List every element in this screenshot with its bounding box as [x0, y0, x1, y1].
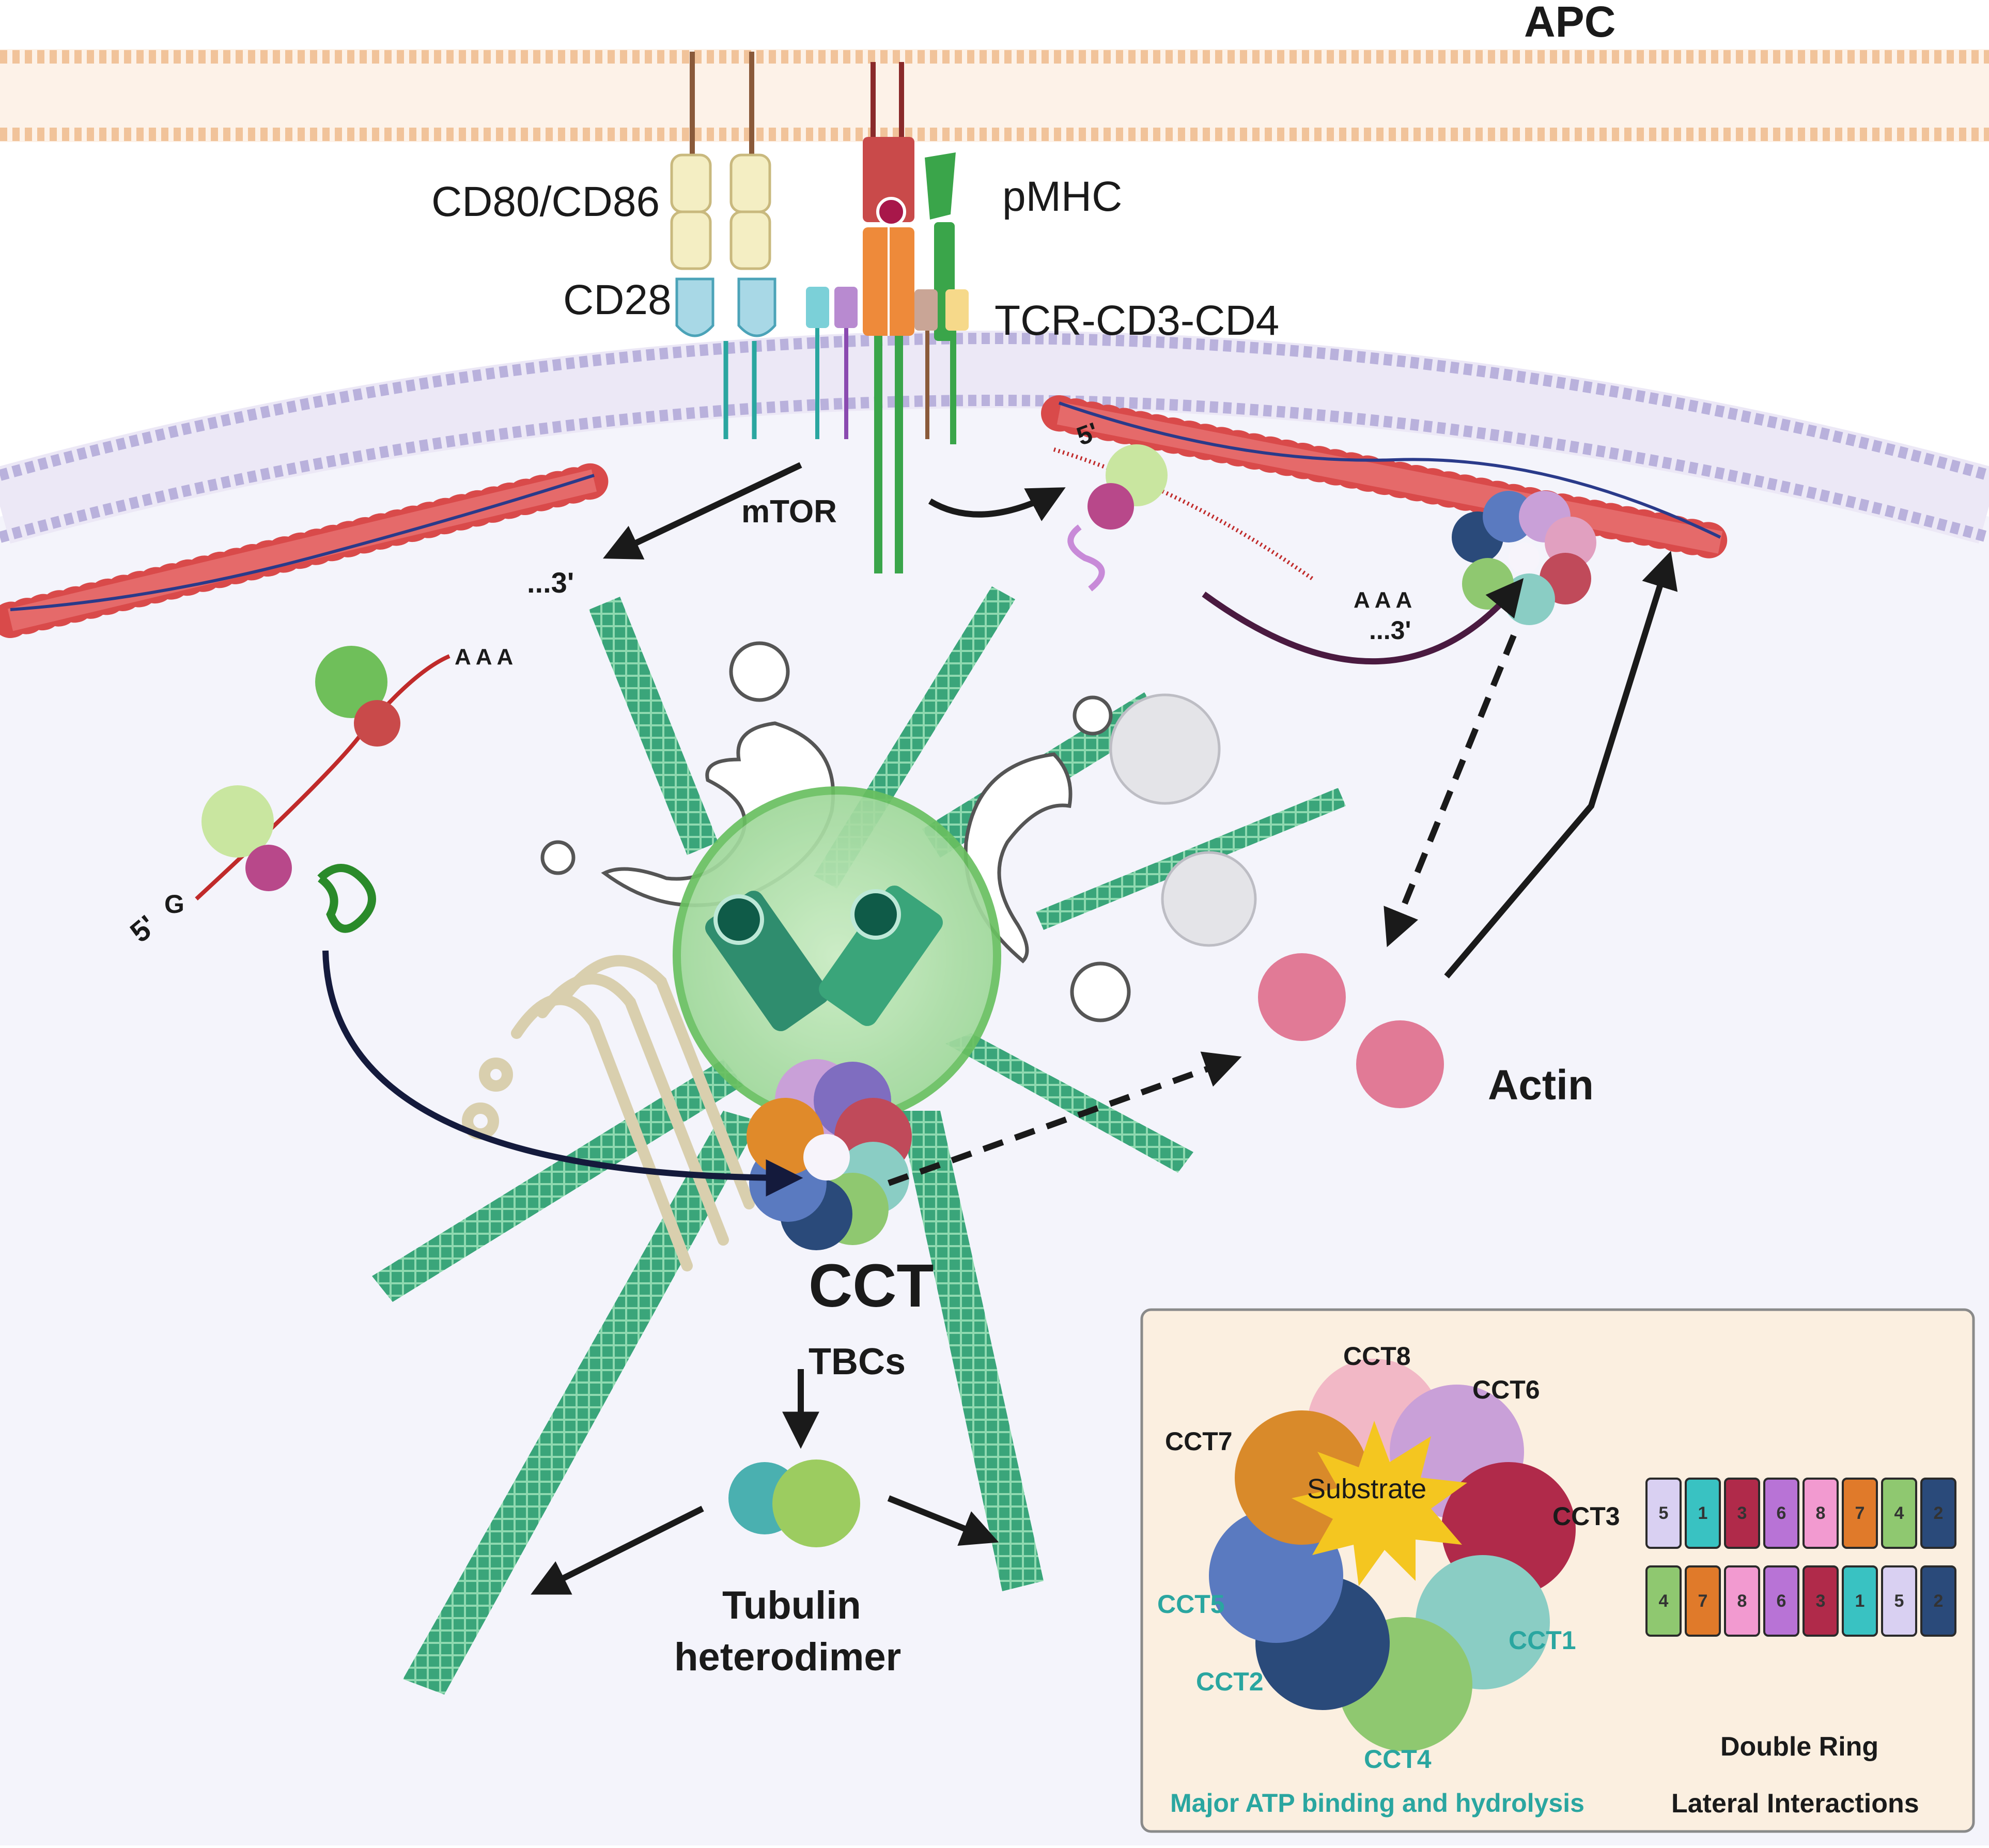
apc-membrane	[0, 49, 1989, 142]
tcr-pmhc-complex	[806, 62, 969, 573]
actin-filament-right	[1041, 395, 1738, 561]
cct8-label: CCT8	[1343, 1342, 1411, 1371]
lysosomes	[1109, 693, 1257, 947]
arrow-mtor-right	[928, 487, 1066, 521]
cd80-cd86-receptor	[670, 52, 771, 270]
ring-block: 5	[1881, 1565, 1917, 1637]
cct-inset-panel	[1140, 1308, 1975, 1833]
cct1-label: CCT1	[1509, 1626, 1576, 1655]
cct2-label: CCT2	[1196, 1667, 1264, 1696]
ring-block: 7	[1842, 1478, 1878, 1549]
arrow-mtor-left	[602, 462, 802, 560]
arrows	[322, 462, 1678, 1595]
ring-block: 5	[1645, 1478, 1682, 1549]
tubulin-heterodimer-icon	[728, 1459, 860, 1547]
three-prime-right: ...3'	[1369, 616, 1411, 645]
caption-double-ring: Double Ring	[1720, 1732, 1879, 1762]
cct6-label: CCT6	[1472, 1375, 1540, 1404]
ring-block: 2	[1920, 1565, 1956, 1637]
arrow-tubulin-left	[531, 1505, 704, 1595]
poly-a-left: A A A	[455, 644, 514, 670]
caption-atp: Major ATP binding and hydrolysis	[1170, 1789, 1584, 1818]
arrow-cct-to-actin	[887, 1051, 1242, 1186]
arrow-rna-to-cct-right	[1202, 578, 1524, 664]
ring-block: 2	[1920, 1478, 1956, 1549]
cct5-label: CCT5	[1157, 1590, 1225, 1619]
ring-block: 3	[1724, 1478, 1760, 1549]
microtubule-5	[945, 1033, 1193, 1173]
cct4-label: CCT4	[1364, 1745, 1432, 1774]
cd28-receptor	[675, 277, 776, 439]
actin-label: Actin	[1488, 1062, 1594, 1109]
cd28-label: CD28	[563, 276, 672, 323]
mrna-translation-right	[1053, 444, 1314, 592]
ring-block: 8	[1724, 1565, 1760, 1637]
arrow-cct-actin-folding	[1384, 634, 1517, 948]
cct3-label: CCT3	[1552, 1502, 1620, 1531]
ring-block: 6	[1763, 1565, 1799, 1637]
actin-filament-left	[0, 462, 612, 638]
microtubule-8	[899, 1111, 1044, 1591]
ring-block: 8	[1802, 1478, 1839, 1549]
three-prime-left: ...3'	[527, 566, 574, 599]
microtubule-6	[372, 1059, 744, 1302]
ring-block: 6	[1763, 1478, 1799, 1549]
microtubule-1	[589, 597, 718, 855]
arrow-rna-to-cct	[322, 950, 803, 1197]
tcr-cd3-cd4-label: TCR-CD3-CD4	[994, 297, 1280, 344]
substrate-label: Substrate	[1307, 1473, 1427, 1504]
tubulin-label: Tubulin	[722, 1583, 861, 1627]
arrow-tubulin-right	[887, 1495, 999, 1546]
ring-block: 1	[1685, 1478, 1721, 1549]
ring-block: 7	[1685, 1565, 1721, 1637]
substrate-star	[1292, 1421, 1467, 1586]
cct-label: CCT	[809, 1252, 934, 1320]
apc-label: APC	[1524, 0, 1616, 46]
cct7-label: CCT7	[1165, 1427, 1233, 1456]
golgi-apparatus	[462, 955, 755, 1271]
actin-monomers	[1258, 953, 1444, 1108]
mrna-translation-left	[195, 646, 450, 933]
t-cell-membrane	[0, 331, 1989, 544]
cd80-cd86-label: CD80/CD86	[431, 178, 660, 225]
ring-block: 4	[1645, 1565, 1682, 1637]
mtor-label: mTOR	[741, 494, 837, 530]
ring-block: 1	[1842, 1565, 1878, 1637]
caption-lateral: Lateral Interactions	[1671, 1789, 1919, 1819]
tbcs-label: TBCs	[809, 1341, 906, 1383]
mtoc-centrosome	[673, 786, 1001, 1125]
microtubule-7	[403, 1111, 759, 1695]
ring-block: 3	[1802, 1565, 1839, 1637]
poly-a-right: A A A	[1354, 587, 1412, 613]
heterodimer-label: heterodimer	[674, 1635, 902, 1679]
g-cap-left: G	[164, 890, 184, 919]
pmhc-label: pMHC	[1002, 173, 1123, 220]
arrow-actin-to-filament	[1444, 551, 1678, 979]
ring-block: 4	[1881, 1478, 1917, 1549]
